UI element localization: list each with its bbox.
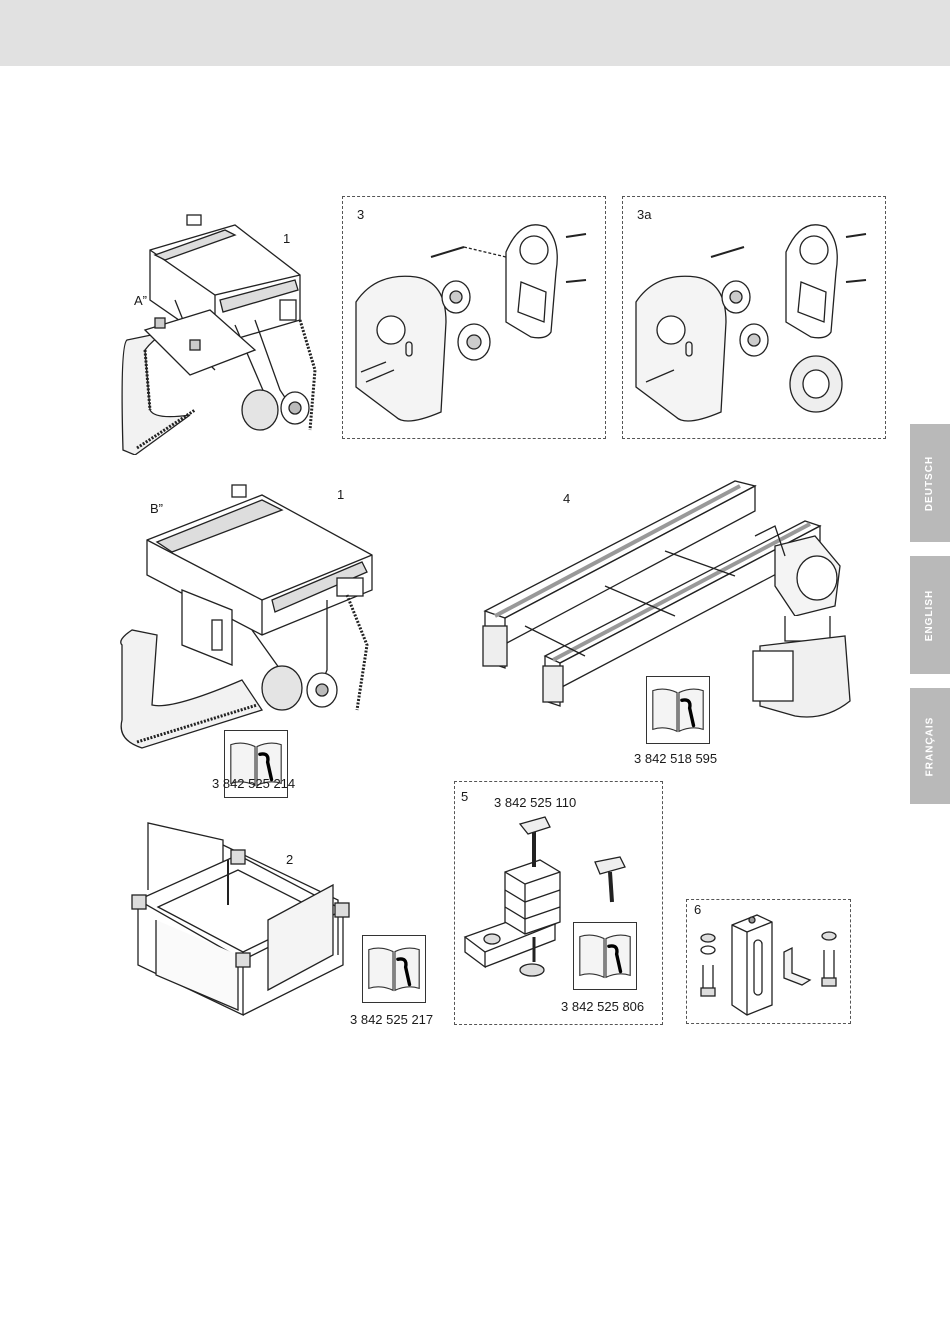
fig2-part-number: 3 842 525 217 [350, 1012, 433, 1027]
header-band [0, 0, 950, 66]
tab-francais[interactable]: FRANÇAIS [910, 688, 950, 804]
manual-wrench-icon [362, 935, 426, 1003]
fig4-number: 4 [563, 491, 570, 506]
tab-english[interactable]: ENGLISH [910, 556, 950, 674]
tab-english-label: ENGLISH [925, 589, 936, 640]
fig1a-variant-label: A” [134, 293, 147, 308]
drive-unit-a-illustration [115, 210, 340, 455]
drive-unit-b-illustration [112, 480, 392, 752]
pulley-cover-kit-illustration [346, 212, 600, 434]
fig1b-variant-label: B” [150, 501, 163, 516]
fig1a-number: 1 [283, 231, 290, 246]
tab-deutsch[interactable]: DEUTSCH [910, 424, 950, 542]
fig1b-number: 1 [337, 487, 344, 502]
fig5-part-number-bottom: 3 842 525 806 [561, 999, 644, 1014]
manual-wrench-icon [646, 676, 710, 744]
fig4-part-number: 3 842 518 595 [634, 751, 717, 766]
tab-deutsch-label: DEUTSCH [925, 455, 936, 510]
tab-francais-label: FRANÇAIS [925, 716, 936, 776]
fig5-number: 5 [461, 789, 468, 804]
bracket-kit-illustration [692, 910, 846, 1018]
fig2-number: 2 [286, 852, 293, 867]
fig1b-part-number: 3 842 525 214 [212, 776, 295, 791]
manual-wrench-icon [573, 922, 637, 990]
guard-enclosure-illustration [128, 815, 350, 1020]
fig5-part-number-top: 3 842 525 110 [494, 795, 576, 810]
pulley-cover-kit-bearing-illustration [626, 212, 880, 434]
